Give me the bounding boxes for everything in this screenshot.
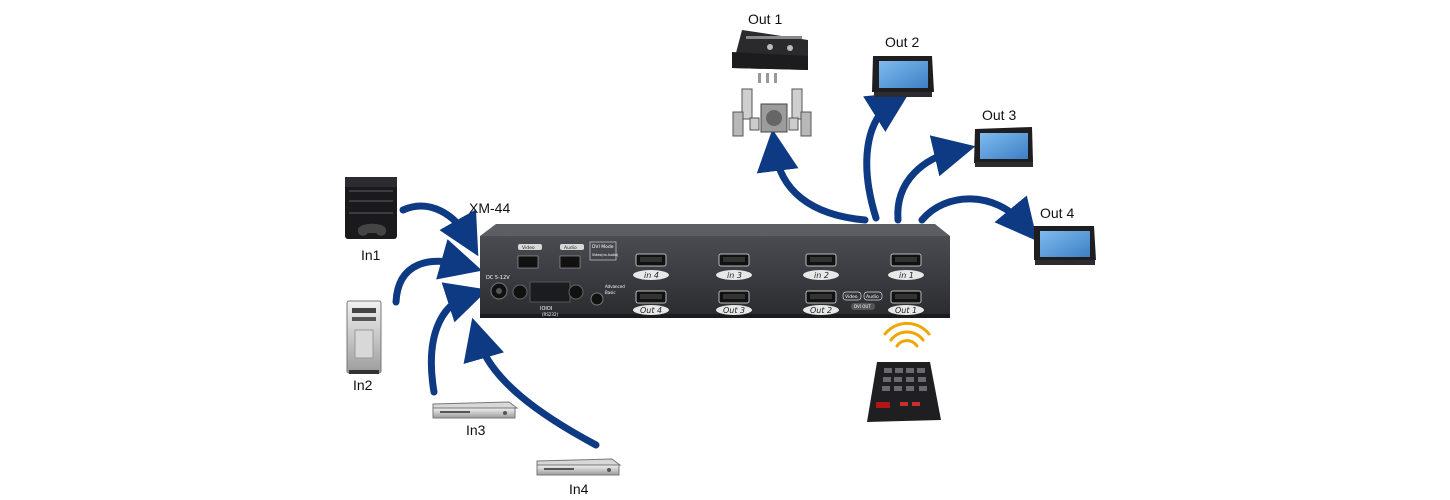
tv-monitor-icon-out3 [974, 127, 1033, 167]
in2-label: In2 [353, 377, 373, 393]
input-ports: in 4 in 3 in 2 in 1 [633, 253, 924, 280]
output-ports: Out 4 Out 3 Out 2 Out 1 [633, 290, 924, 315]
port-label-in1: in 1 [899, 271, 914, 280]
port-label-out4: Out 4 [640, 306, 662, 315]
in1-label: In1 [361, 247, 381, 263]
port-label-in4: in 4 [644, 271, 659, 280]
port-label-in3: in 3 [727, 271, 742, 280]
panel-serial-label: IOIOI [540, 306, 552, 312]
panel-dvi-button: DVI OUT [854, 304, 871, 309]
arrow-in4 [463, 317, 600, 449]
port-label-out2: Out 2 [810, 306, 832, 315]
in4-label: In4 [569, 481, 589, 497]
remote-control-icon [867, 321, 941, 422]
out4-label: Out 4 [1040, 205, 1075, 221]
panel-advanced: Advanced [605, 284, 625, 289]
panel-audio-button: Audio [866, 294, 879, 300]
arrow-in2 [392, 239, 483, 306]
hdmi-port-in4 [635, 253, 667, 267]
panel-basic: Basic [605, 290, 616, 295]
hdmi-port-out1 [890, 290, 922, 304]
arrow-out1 [756, 129, 869, 224]
tv-monitor-icon [872, 56, 934, 97]
port-label-out3: Out 3 [723, 306, 745, 315]
out3-label: Out 3 [982, 107, 1017, 123]
desktop-pc-icon [346, 300, 382, 374]
av-receiver-speakers-icon [732, 30, 812, 137]
tv-monitor-icon-out4 [1034, 226, 1096, 265]
panel-video-button: Video [845, 294, 858, 300]
hdmi-port-in1 [890, 253, 922, 267]
game-console-icon [345, 177, 397, 239]
panel-audio-label: Audio [564, 245, 577, 251]
panel-serial-sub: (RS232) [542, 312, 559, 317]
arrow-in1 [399, 202, 479, 257]
hdmi-port-in3 [718, 253, 750, 267]
hdmi-port-out3 [718, 290, 750, 304]
hdmi-port-out2 [805, 290, 837, 304]
port-label-out1: Out 1 [895, 306, 917, 315]
mode-button [590, 292, 604, 306]
out1-label: Out 1 [748, 11, 783, 27]
hdmi-port-in2 [805, 253, 837, 267]
arrow-in3 [427, 282, 488, 396]
panel-dvi-sub: Video(no Audio) [592, 253, 618, 257]
hdmi-port-out4 [635, 290, 667, 304]
rs232-port [529, 281, 571, 303]
arrow-out4 [918, 195, 1038, 242]
matrix-switch-device: DC 5-12V Video Audio DVI Mode Video(no A… [480, 224, 950, 318]
ir-sensor-right [568, 284, 584, 300]
panel-video-label: Video [522, 245, 535, 251]
arrow-out2 [863, 91, 910, 222]
signal-arrows [392, 91, 1038, 449]
port-label-in2: in 2 [814, 271, 829, 280]
in3-label: In3 [466, 422, 486, 438]
panel-dvi-mode: DVI Mode [592, 244, 614, 250]
panel-dc-label: DC 5-12V [486, 275, 510, 281]
dvd-player-icon [432, 401, 519, 419]
out2-label: Out 2 [885, 34, 920, 50]
ir-sensor-left [512, 284, 528, 300]
dvd-player-icon-2 [536, 458, 622, 476]
device-name-label: XM-44 [469, 200, 511, 216]
arrow-out3 [894, 135, 976, 224]
